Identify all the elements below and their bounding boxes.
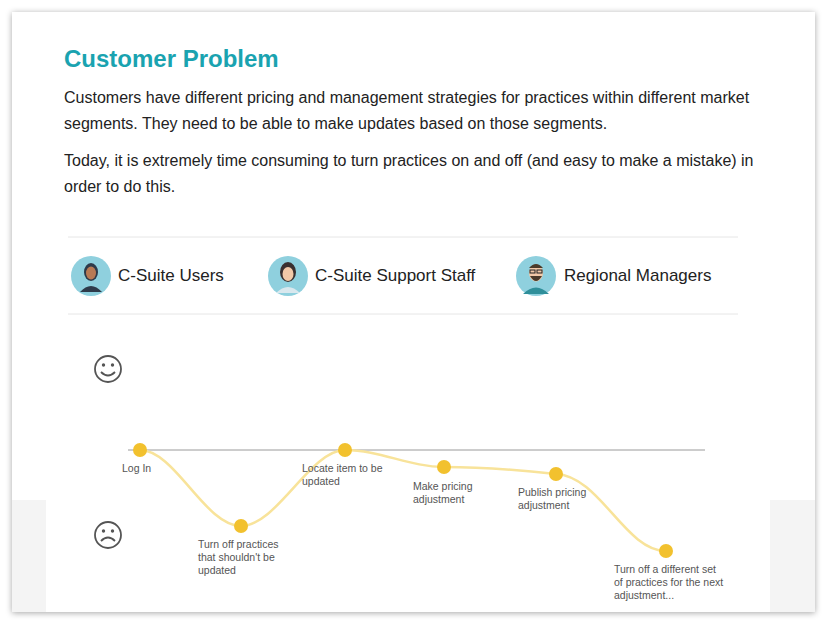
separator	[68, 237, 738, 238]
baseline	[128, 450, 705, 451]
persona-name: C-Suite Users	[118, 266, 224, 286]
persona-name: Regional Managers	[564, 266, 711, 286]
journey-step: Make pricing adjustment	[413, 480, 485, 506]
journey-point	[338, 443, 352, 457]
journey-point	[437, 460, 451, 474]
persona-name: C-Suite Support Staff	[315, 266, 475, 286]
journey-point	[659, 544, 673, 558]
problem-text: Today, it is extremely time consuming to…	[64, 148, 754, 200]
footer-band	[12, 500, 815, 612]
journey-point	[234, 519, 248, 533]
journey-step: Turn off practices that shouldn't be upd…	[198, 538, 290, 577]
journey-step: Publish pricing adjustment	[518, 486, 598, 512]
separator	[68, 314, 738, 315]
slide-title: Customer Problem	[64, 45, 279, 73]
avatar	[268, 256, 308, 296]
avatar	[71, 256, 111, 296]
avatar	[516, 256, 556, 296]
sad-face	[95, 522, 121, 548]
journey-step: Locate item to be updated	[302, 462, 394, 488]
card	[12, 12, 815, 612]
journey-step: Turn off a different set of practices fo…	[614, 563, 726, 602]
problem-text: Customers have different pricing and man…	[64, 85, 754, 137]
journey-curve	[140, 450, 666, 551]
journey-point	[133, 443, 147, 457]
chart-panel	[46, 500, 770, 612]
happy-face	[95, 356, 121, 382]
journey-point	[549, 467, 563, 481]
journey-step: Log In	[122, 462, 182, 475]
